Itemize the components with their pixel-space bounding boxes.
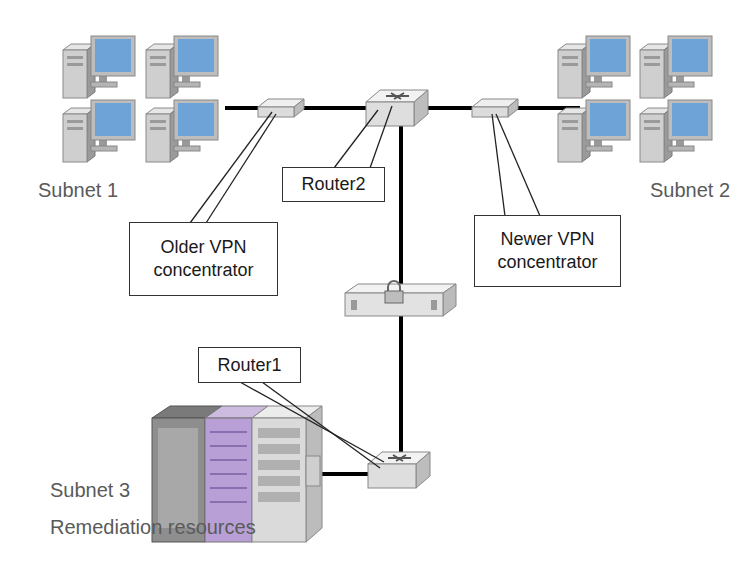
illustration-part (210, 473, 247, 475)
illustration-part (258, 492, 300, 502)
illustration-part (210, 445, 247, 447)
illustration-part (258, 428, 300, 502)
illustration-part (158, 428, 198, 528)
illustration-part (558, 100, 630, 162)
subnet-label: Subnet 3 (50, 478, 130, 502)
callout-box: Router1 (198, 347, 301, 383)
illustration-part (388, 281, 400, 292)
illustration-part (366, 90, 428, 126)
subnet-label: Subnet 2 (650, 178, 730, 202)
illustration-part (146, 36, 218, 98)
illustration-part (210, 487, 247, 489)
illustration-part (210, 459, 247, 461)
illustration-part (210, 501, 247, 503)
subnet-caption: Remediation resources (50, 515, 256, 539)
illustration-part (146, 100, 218, 162)
illustration-part (258, 476, 300, 486)
illustration-part (640, 36, 712, 98)
illustration-part (258, 99, 304, 117)
illustration-part (640, 100, 712, 162)
illustration-part (368, 452, 430, 488)
illustration-part (190, 112, 272, 223)
illustration-part (306, 456, 320, 486)
illustration-part (558, 36, 630, 98)
callout-box: Newer VPN concentrator (474, 215, 621, 287)
callout-text: Router1 (217, 354, 281, 377)
illustration-part (320, 472, 372, 476)
subnet-label: Subnet 1 (38, 178, 118, 202)
illustration-part (63, 36, 135, 98)
illustration-part (385, 291, 403, 303)
illustration-part (258, 428, 300, 438)
illustration-part (252, 418, 306, 542)
callout-text: Older VPN concentrator (130, 236, 277, 282)
firewall-device (345, 281, 456, 316)
illustration-part (496, 114, 540, 216)
illustration-part (210, 432, 247, 502)
illustration-part (443, 284, 456, 316)
illustration-part (431, 300, 437, 310)
illustration-part (334, 110, 378, 168)
illustration-part (63, 100, 135, 162)
illustration-part (472, 99, 518, 117)
illustration-part (370, 106, 392, 168)
illustration-part (210, 431, 247, 433)
illustration-part (258, 444, 300, 454)
illustration-part (258, 460, 300, 470)
callout-text: Router2 (301, 173, 365, 196)
callout-text: Newer VPN concentrator (475, 228, 620, 274)
illustration-part (351, 300, 357, 310)
illustration-part (262, 382, 380, 468)
subnet1-computers (63, 36, 218, 162)
illustration-part (240, 382, 384, 462)
illustration-part (206, 114, 276, 223)
callout-box: Older VPN concentrator (129, 222, 278, 296)
subnet2-computers (558, 36, 712, 162)
callout-box: Router2 (282, 167, 385, 202)
